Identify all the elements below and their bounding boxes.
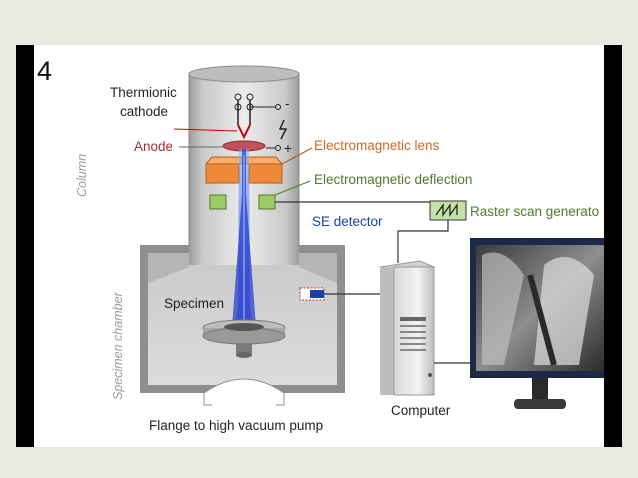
column-side-label: Column: [75, 154, 89, 197]
thermionic-cathode-label-line1: Thermionic: [110, 85, 177, 100]
computer-label: Computer: [391, 403, 451, 418]
diagram-panel: 4 Column Specimen chamber - +: [34, 45, 604, 447]
plus-sign: +: [284, 141, 292, 156]
specimen-stage: [202, 319, 286, 358]
leader-lines: [173, 128, 313, 196]
raster-scan-generator-label: Raster scan generato: [470, 204, 599, 219]
monitor: [470, 238, 604, 409]
minus-sign: -: [285, 96, 290, 111]
electron-beam: [232, 149, 256, 327]
deflection-coils: [209, 194, 276, 210]
em-deflection-label: Electromagnetic deflection: [314, 172, 472, 187]
flange-label: Flange to high vacuum pump: [149, 418, 323, 433]
computer-tower: [378, 260, 436, 396]
anode-label: Anode: [134, 139, 173, 154]
se-detector-label: SE detector: [312, 214, 383, 229]
chamber-side-label: Specimen chamber: [111, 291, 125, 400]
specimen-label: Specimen: [164, 296, 224, 311]
thermionic-cathode-label-line2: cathode: [120, 104, 168, 119]
sem-diagram: 4 Column Specimen chamber - +: [37, 56, 604, 433]
se-detector: [299, 287, 380, 301]
thermionic-cathode: - +: [234, 93, 292, 156]
em-lens-label: Electromagnetic lens: [314, 138, 440, 153]
slide-number: 4: [37, 56, 52, 86]
raster-scan-generator: [275, 200, 467, 263]
